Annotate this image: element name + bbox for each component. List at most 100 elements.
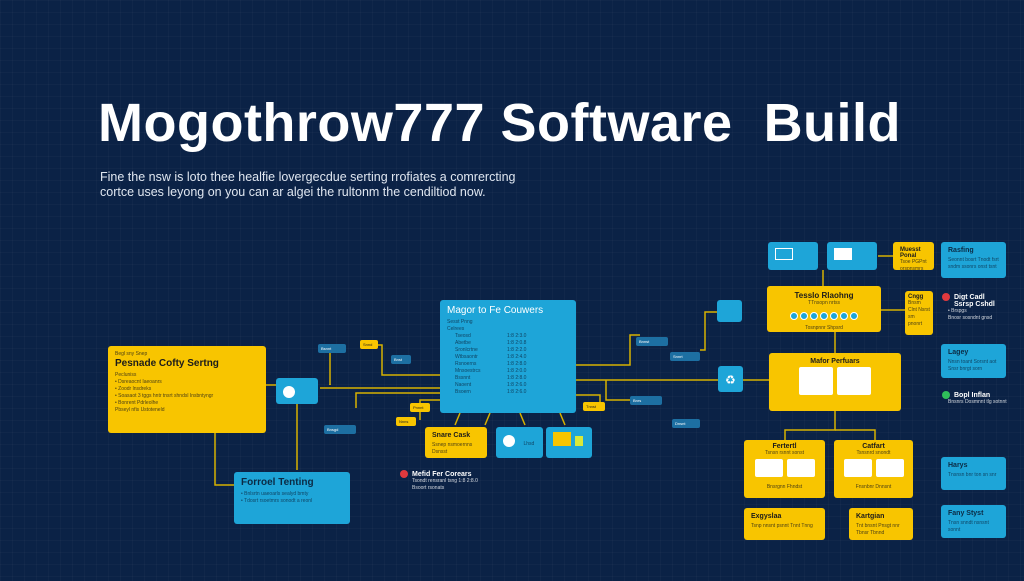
- node-kartgian[interactable]: Kartgian Tnt bnsnt Pnsgt nnr Tbnsr Tbnnd: [849, 508, 913, 540]
- node-line: • Soasaot 3 tggs hntr tnsrt shndsl Insbn…: [115, 393, 214, 399]
- node-catfart[interactable]: Catfart Tsnsnrd snondt Fnsnbnr Dnnsnt: [834, 440, 913, 498]
- list-item: Bssnnt 1:8 2:8.0: [447, 375, 569, 382]
- document-card: [799, 367, 833, 395]
- recycle-icon: ♻: [725, 373, 736, 387]
- node-sub: Tnsnsn bnr ton sn snr: [948, 472, 997, 478]
- item-value: 1:8 2:8.0: [507, 361, 527, 367]
- note-bopl: Bopl Inflan Bnsnrs Dosmnnt tlg sotnnt: [942, 391, 1012, 406]
- item-value: 1:8 2:8.0: [507, 375, 527, 381]
- node-title: Tesslo Rlaohng: [794, 291, 854, 300]
- item-label: Bssnnt: [455, 375, 471, 381]
- note-line: Bnosr sosndnt gnsd: [948, 315, 993, 321]
- node-foot: Fnsnbnr Dnnsnt: [855, 484, 892, 490]
- node-title: Mafor Perfuars: [810, 358, 860, 365]
- node-sub: Seonnt bosrt Tnodt fsrt sndm ssonrs onst…: [948, 257, 999, 270]
- note-title: Bopl Inflan: [954, 391, 991, 399]
- item-label: Sronlcrtne: [455, 347, 478, 353]
- card-icon: [553, 432, 571, 446]
- node-line: Pecluniss: [115, 372, 137, 378]
- node-title: Catfart: [862, 443, 885, 450]
- node-line: Pbseyl nfis Ustoteneld: [115, 407, 165, 413]
- item-label: Mnsoestrcs: [455, 368, 481, 374]
- note-digt-cadl: Digt Cadl Ssrsp Cshdl • Brspgs Bnosr sos…: [942, 293, 1012, 322]
- item-label: Rsnoerns: [455, 361, 477, 367]
- tag: Bsnnt: [318, 344, 346, 353]
- list-item: Abetbe 1:8 2:0.8: [447, 340, 569, 347]
- item-label: Naoent: [455, 382, 472, 388]
- node-sub: Tsnsn rsnnt sonst: [765, 450, 804, 456]
- item-label: Abetbe: [455, 340, 471, 346]
- item-value: 1:8 2:0.8: [507, 340, 527, 346]
- node-title: Fertertl: [772, 443, 797, 450]
- step-circles: [774, 307, 874, 325]
- note-sub: Bnsnrs Dosmnnt tlg sotnnt: [948, 399, 1007, 405]
- node-grid[interactable]: [546, 427, 592, 458]
- node-sub: Nnsn toant Sorsnt aot Snsr bnrgt sorn: [948, 359, 997, 372]
- item-label: Tseosd: [455, 333, 471, 339]
- node-label: Sesst Pnng: [447, 319, 473, 325]
- node-line: • Dsreaocnt Iaeoanrs: [115, 379, 162, 385]
- node-snare-cask[interactable]: Snare Cask Ssnep nsmoernns Dsnsst: [425, 427, 487, 458]
- node-mafor-perfuars[interactable]: Mafor Perfuars: [769, 353, 901, 411]
- node-title: Pesnade Cofty Sertng: [115, 358, 219, 369]
- alert-icon: [400, 470, 408, 478]
- tag: Pnnnt: [410, 403, 430, 412]
- page-title: Mogothrow777 Software Build: [98, 93, 902, 153]
- subtitle: Fine the nsw is loto thee healfie loverg…: [100, 170, 516, 199]
- document-card: [754, 459, 783, 477]
- item-value: 1:8 2:2.0: [507, 347, 527, 353]
- item-value: 1:8 2:6.0: [507, 389, 527, 395]
- node-clock[interactable]: Lhsd: [496, 427, 543, 458]
- node-title: Rasfing: [948, 247, 974, 254]
- node-sub: Tsnp nnsnt psnnt Tnnt Tnng: [751, 523, 813, 529]
- node-tesslo-rlaohng[interactable]: Tesslo Rlaohng TTnsopn nrtss Tosnpnnr Sh…: [767, 286, 881, 332]
- node-small-blue[interactable]: [717, 300, 742, 322]
- node-pesnade-cofty-sertng[interactable]: Begl sny Snep Pesnade Cofty Sertng Peclu…: [108, 346, 266, 433]
- node-fertertl[interactable]: Fertertl Tsnsn rsnnt sonst Bnsrgnn Fhnds…: [744, 440, 825, 498]
- note-sub: Ssrsp Cshdl: [954, 301, 995, 308]
- node-monitor[interactable]: [768, 242, 818, 270]
- node-cngg[interactable]: Cngg Bnsm Clnt Nsrst sm pnonrt: [905, 291, 933, 335]
- grid-icon: [575, 436, 584, 446]
- note-title: Digt Cadl: [954, 293, 985, 301]
- document-icon: [834, 248, 852, 260]
- node-rasfing[interactable]: Rasfing Seonnt bosrt Tnodt fsrt sndm sso…: [941, 242, 1006, 278]
- document-card: [837, 367, 871, 395]
- node-sub: Tsoe PGPnt orspnsmrs: [900, 259, 927, 270]
- check-icon: [942, 391, 950, 399]
- list-item: Sronlcrtne 1:8 2:2.0: [447, 347, 569, 354]
- node-line: • Zoodr lnsdreks: [115, 386, 152, 392]
- pen-icon: [283, 385, 295, 398]
- node-exgyslaa[interactable]: Exgyslaa Tsnp nnsnt psnnt Tnnt Tnng: [744, 508, 825, 540]
- document-card: [843, 459, 872, 477]
- node-sub: Tsnsnrd snondt: [856, 450, 891, 456]
- node-title: Lhsd: [523, 441, 535, 447]
- node-document[interactable]: [827, 242, 877, 270]
- note-mefid: Mefid Fer Corears Tsondt rensranl tsng 1…: [400, 470, 478, 492]
- tag: Snnrt: [670, 352, 700, 361]
- node-central-hub[interactable]: Magor to Fe Couwers Sesst Pnng Celrees T…: [440, 300, 576, 413]
- node-recycle[interactable]: ♻: [718, 366, 743, 392]
- node-icon-box[interactable]: [276, 378, 318, 404]
- tag: Bnrs: [630, 396, 662, 405]
- item-value: 1:8 2:0.0: [507, 368, 527, 374]
- list-item: Rsnoerns 1:8 2:8.0: [447, 361, 569, 368]
- note-line: Bsoort rsonats: [412, 485, 445, 491]
- node-title: Cngg: [908, 294, 924, 300]
- node-forroel-tenting[interactable]: Forroel Tenting • Bnlsrtn uaeoarls sealy…: [234, 472, 350, 524]
- node-lagey[interactable]: Lagey Nnsn toant Sorsnt aot Snsr bnrgt s…: [941, 344, 1006, 378]
- clock-icon: [503, 434, 515, 447]
- node-muesst[interactable]: Muesst Ponal Tsoe PGPnt orspnsmrs: [893, 242, 934, 270]
- node-harys[interactable]: Harys Tnsnsn bnr ton sn snr: [941, 457, 1006, 490]
- node-title: Lagey: [948, 349, 969, 356]
- node-title: Fany Styst: [948, 510, 984, 517]
- list-item: Mnsoestrcs 1:8 2:0.0: [447, 368, 569, 375]
- node-line: • Tdosrt rsoetmrs sonodt a reonl: [241, 498, 313, 504]
- note-title: Mefid Fer Corears: [412, 470, 472, 478]
- node-sub: Tnsn snndt nsnsnt sonnt: [948, 520, 989, 533]
- item-value: 1:8 2:6.0: [507, 382, 527, 388]
- node-fany-styst[interactable]: Fany Styst Tnsn snndt nsnsnt sonnt: [941, 505, 1006, 538]
